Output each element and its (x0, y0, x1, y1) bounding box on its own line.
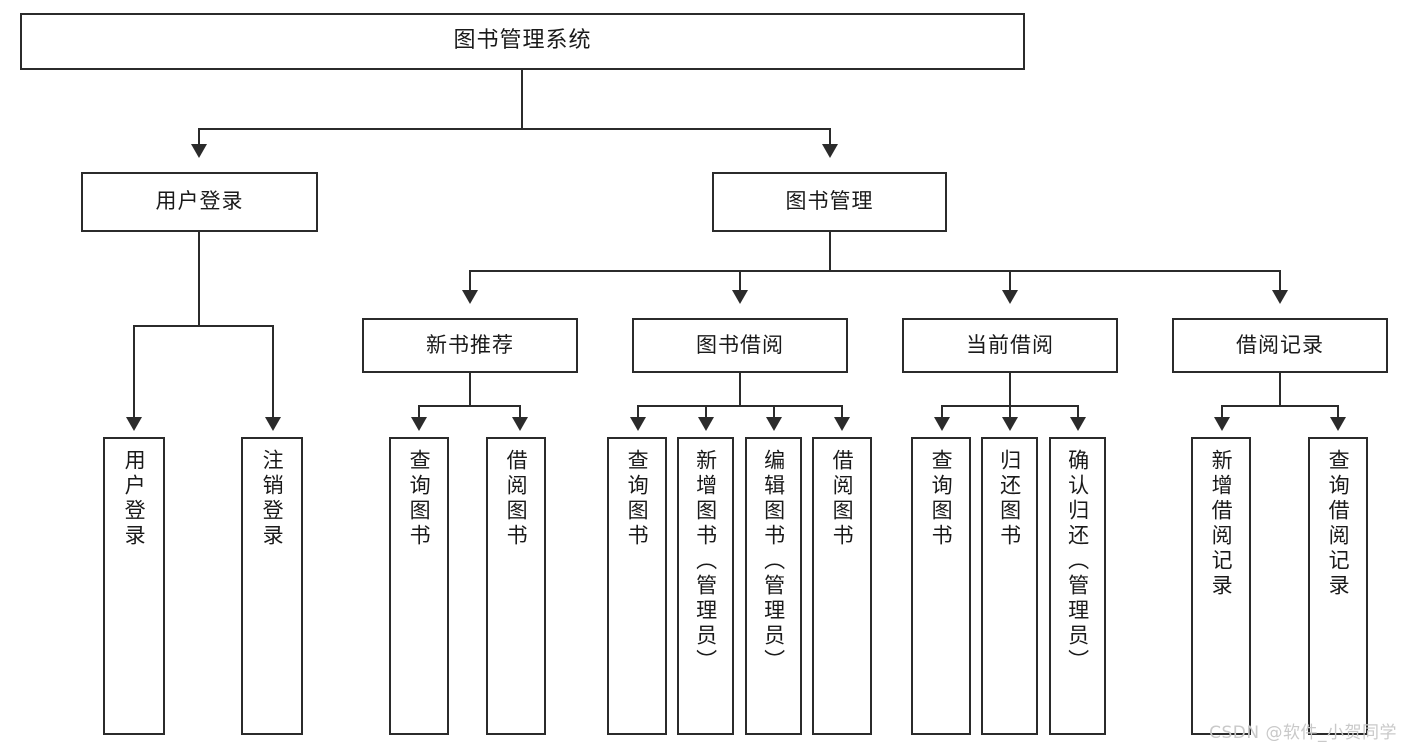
connector-current-borrow-drop-2 (1009, 405, 1011, 419)
node-book-management[interactable]: 图书管理 (712, 172, 947, 232)
leaf-label: 借阅图书 (830, 449, 855, 549)
leaf-label: 注销登录 (260, 449, 285, 549)
connector-current-borrow-drop-3 (1077, 405, 1079, 419)
connector-root-to-user-login (198, 128, 200, 146)
connector-new-book-bus (418, 405, 521, 407)
arrow-borrow-record-to-query (1330, 417, 1346, 431)
arrow-book-borrow-to-add (698, 417, 714, 431)
arrow-root-to-user-login (191, 144, 207, 158)
leaf-label: 编辑图书（管理员） (761, 449, 786, 674)
connector-borrow-record-drop-1 (1221, 405, 1223, 419)
arrow-book-borrow-to-borrow (834, 417, 850, 431)
node-new-book-recommend[interactable]: 新书推荐 (362, 318, 578, 373)
arrow-current-borrow-to-return (1002, 417, 1018, 431)
arrow-borrow-record-to-add (1214, 417, 1230, 431)
leaf-label: 归还图书 (997, 449, 1022, 549)
connector-new-book-drop-1 (418, 405, 420, 419)
leaf-book-borrow-query-book[interactable]: 查询图书 (607, 437, 667, 735)
node-borrow-record[interactable]: 借阅记录 (1172, 318, 1388, 373)
connector-bus-to-book-borrow (739, 270, 741, 292)
connector-root-to-book-management (829, 128, 831, 146)
connector-current-borrow-drop-1 (941, 405, 943, 419)
connector-new-book-drop-2 (519, 405, 521, 419)
connector-book-management-stem (829, 232, 831, 272)
connector-user-login-right-drop (272, 325, 274, 419)
connector-bus-to-current-borrow (1009, 270, 1011, 292)
arrow-new-book-to-query (411, 417, 427, 431)
leaf-borrow-record-add-record[interactable]: 新增借阅记录 (1191, 437, 1251, 735)
connector-book-borrow-drop-1 (637, 405, 639, 419)
connector-book-borrow-stem (739, 373, 741, 407)
connector-root-stem (521, 70, 523, 128)
arrow-to-borrow-record (1272, 290, 1288, 304)
connector-current-borrow-stem (1009, 373, 1011, 407)
leaf-label: 借阅图书 (504, 449, 529, 549)
arrow-new-book-to-borrow (512, 417, 528, 431)
leaf-label: 新增图书（管理员） (693, 449, 718, 674)
arrow-user-login-to-logout (265, 417, 281, 431)
connector-root-bus (198, 128, 831, 130)
leaf-new-book-query-book[interactable]: 查询图书 (389, 437, 449, 735)
arrow-book-borrow-to-edit (766, 417, 782, 431)
leaf-label: 新增借阅记录 (1209, 449, 1234, 599)
leaf-label: 确认归还（管理员） (1065, 449, 1090, 674)
node-current-borrow[interactable]: 当前借阅 (902, 318, 1118, 373)
arrow-to-current-borrow (1002, 290, 1018, 304)
arrow-to-book-borrow (732, 290, 748, 304)
connector-user-login-stem (198, 232, 200, 327)
leaf-book-borrow-edit-book-admin[interactable]: 编辑图书（管理员） (745, 437, 802, 735)
arrow-root-to-book-management (822, 144, 838, 158)
connector-bus-to-borrow-record (1279, 270, 1281, 292)
leaf-borrow-record-query-record[interactable]: 查询借阅记录 (1308, 437, 1368, 735)
leaf-label: 用户登录 (122, 449, 147, 549)
connector-book-borrow-bus (637, 405, 842, 407)
leaf-label: 查询图书 (407, 449, 432, 549)
connector-level3-bus (469, 270, 1280, 272)
connector-user-login-left-drop (133, 325, 135, 419)
node-root-book-management-system[interactable]: 图书管理系统 (20, 13, 1025, 70)
connector-user-login-bus (133, 325, 273, 327)
node-user-login[interactable]: 用户登录 (81, 172, 318, 232)
connector-borrow-record-stem (1279, 373, 1281, 407)
arrow-current-borrow-to-query (934, 417, 950, 431)
connector-borrow-record-drop-2 (1337, 405, 1339, 419)
leaf-label: 查询图书 (929, 449, 954, 549)
arrow-user-login-to-login (126, 417, 142, 431)
leaf-user-login-logout[interactable]: 注销登录 (241, 437, 303, 735)
connector-new-book-stem (469, 373, 471, 407)
leaf-current-borrow-confirm-return-admin[interactable]: 确认归还（管理员） (1049, 437, 1106, 735)
leaf-current-borrow-return-book[interactable]: 归还图书 (981, 437, 1038, 735)
connector-bus-to-new-book (469, 270, 471, 292)
arrow-book-borrow-to-query (630, 417, 646, 431)
leaf-book-borrow-borrow-book[interactable]: 借阅图书 (812, 437, 872, 735)
connector-book-borrow-drop-4 (841, 405, 843, 419)
leaf-label: 查询图书 (625, 449, 650, 549)
arrow-to-new-book (462, 290, 478, 304)
leaf-current-borrow-query-book[interactable]: 查询图书 (911, 437, 971, 735)
node-book-borrow[interactable]: 图书借阅 (632, 318, 848, 373)
connector-borrow-record-bus (1221, 405, 1338, 407)
leaf-label: 查询借阅记录 (1326, 449, 1351, 599)
arrow-current-borrow-to-confirm (1070, 417, 1086, 431)
connector-book-borrow-drop-3 (773, 405, 775, 419)
leaf-user-login-login[interactable]: 用户登录 (103, 437, 165, 735)
leaf-new-book-borrow-book[interactable]: 借阅图书 (486, 437, 546, 735)
leaf-book-borrow-add-book-admin[interactable]: 新增图书（管理员） (677, 437, 734, 735)
connector-book-borrow-drop-2 (705, 405, 707, 419)
